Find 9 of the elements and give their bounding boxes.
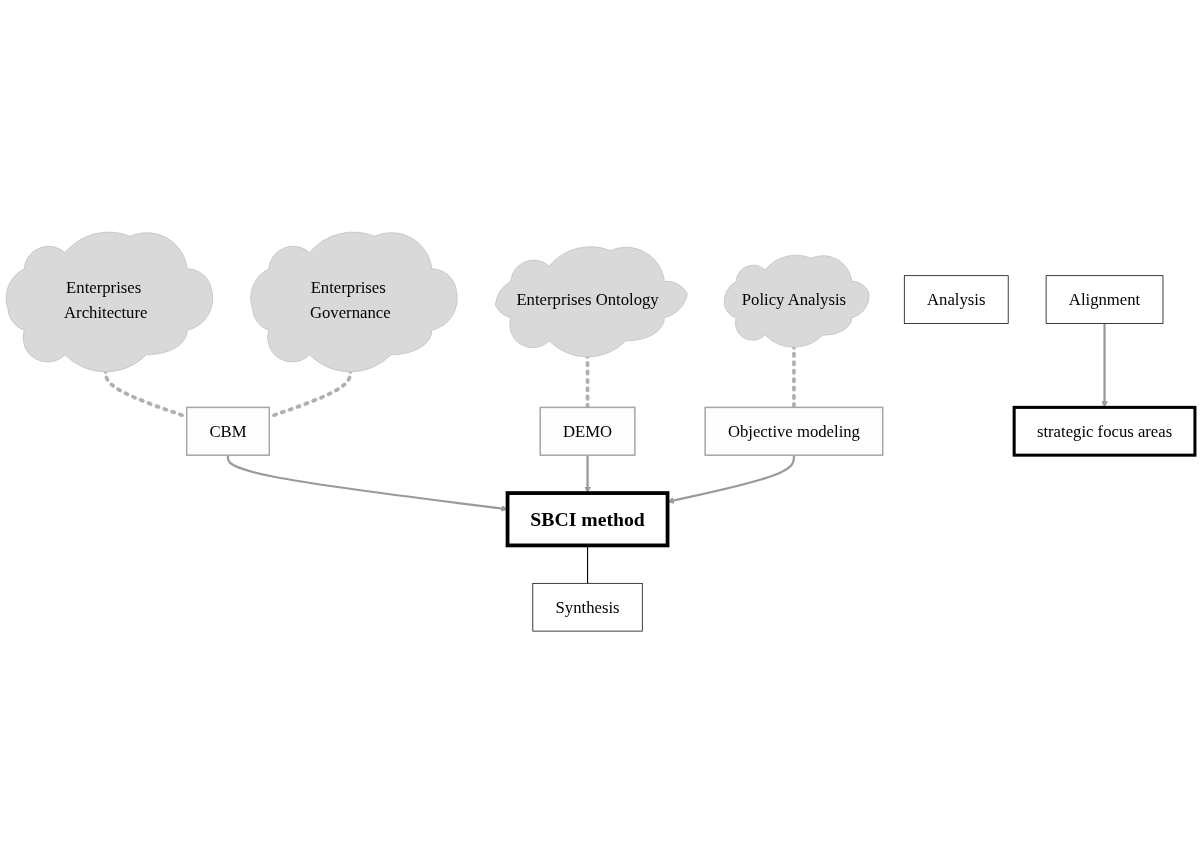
node-box: CBM (185, 406, 271, 456)
node-box: DEMO (539, 406, 636, 456)
arrow (1101, 323, 1108, 408)
node-box: strategic focus areas (1012, 405, 1197, 457)
node-box: Synthesis (532, 582, 643, 632)
node-box: Analysis (903, 275, 1009, 324)
node-box: Objective modeling (704, 406, 884, 456)
node-box: SBCI method (505, 491, 670, 548)
node-box: Alignment (1045, 275, 1164, 324)
